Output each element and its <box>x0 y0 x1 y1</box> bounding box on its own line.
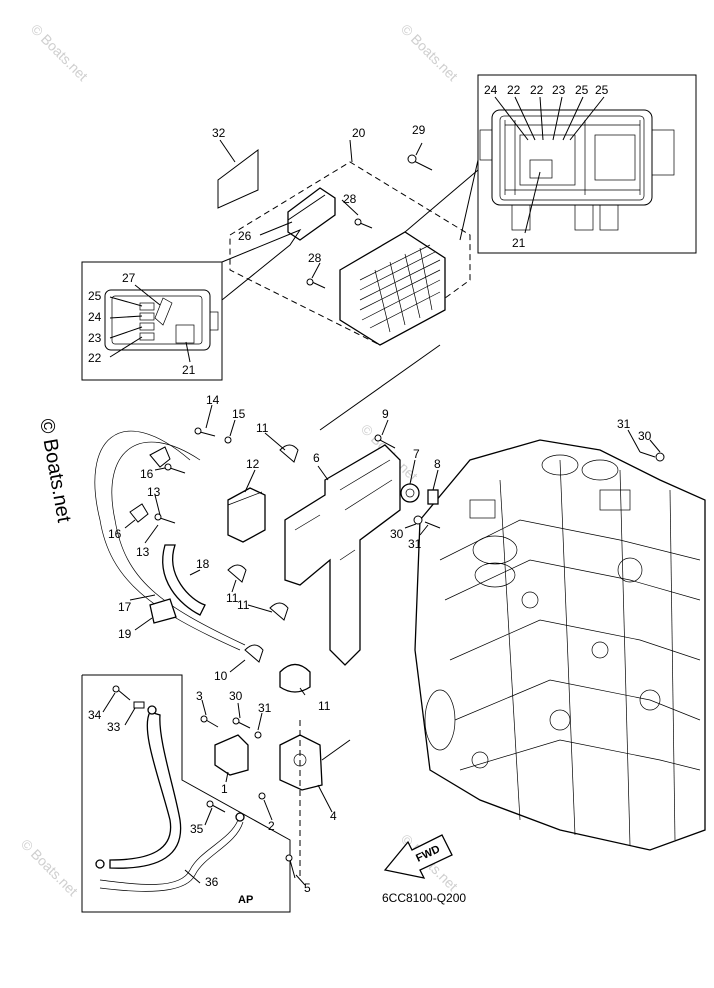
callout-27: 27 <box>122 271 136 285</box>
callout-23: 23 <box>88 331 102 345</box>
callout-22: 22 <box>507 83 521 97</box>
watermark-text: © Boats.net <box>18 836 81 899</box>
callout-13: 13 <box>147 485 161 499</box>
callout-3: 3 <box>196 689 203 703</box>
fwd-arrow: FWD <box>383 834 453 879</box>
callout-14: 14 <box>206 393 220 407</box>
callout-22: 22 <box>88 351 102 365</box>
callout-32: 32 <box>212 126 226 140</box>
callout-20: 20 <box>352 126 366 140</box>
callout-35: 35 <box>190 822 204 836</box>
watermark-side-text: © Boats.net <box>35 417 75 524</box>
callout-17: 17 <box>118 600 132 614</box>
ap-detail-box: 34 33 3 30 31 1 4 2 35 36 5 AP <box>81 674 351 913</box>
callout-11: 11 <box>318 699 331 713</box>
callout-7: 7 <box>413 447 420 461</box>
ecu-detail-inset: 24 22 22 23 25 25 21 <box>477 74 697 254</box>
callout-4: 4 <box>330 809 337 823</box>
callout-28: 28 <box>308 251 322 265</box>
callout-25: 25 <box>88 289 102 303</box>
callout-30: 30 <box>229 689 243 703</box>
callout-25: 25 <box>595 83 609 97</box>
callout-5: 5 <box>304 881 311 895</box>
callout-11: 11 <box>237 598 250 612</box>
callout-33: 33 <box>107 720 121 734</box>
watermark-text: © Boats.net <box>398 21 461 84</box>
callout-26: 26 <box>238 229 252 243</box>
bracket-assembly: 14 15 11 9 31 30 16 13 12 6 7 8 16 13 30… <box>94 393 665 713</box>
callout-36: 36 <box>205 875 219 889</box>
callout-24: 24 <box>88 310 102 324</box>
callout-21: 21 <box>512 236 526 250</box>
callout-22: 22 <box>530 83 544 97</box>
callout-6: 6 <box>313 451 320 465</box>
callout-12: 12 <box>246 457 260 471</box>
callout-15: 15 <box>232 407 246 421</box>
callout-28: 28 <box>343 192 357 206</box>
leader-line <box>319 344 441 431</box>
callout-19: 19 <box>118 627 132 641</box>
fuse-box-inset: 27 25 24 23 22 21 <box>81 228 302 381</box>
callout-21: 21 <box>182 363 196 377</box>
callout-30: 30 <box>390 527 404 541</box>
callout-29: 29 <box>412 123 426 137</box>
callout-1: 1 <box>221 782 228 796</box>
callout-8: 8 <box>434 457 441 471</box>
callout-10: 10 <box>214 669 228 683</box>
ecu-assembly-group: 32 20 29 28 26 28 <box>212 123 479 346</box>
callout-24: 24 <box>484 83 498 97</box>
callout-31: 31 <box>258 701 272 715</box>
callout-18: 18 <box>196 557 210 571</box>
callout-11: 11 <box>256 421 269 435</box>
callout-16: 16 <box>140 467 154 481</box>
diagram-code: 6CC8100-Q200 <box>382 891 466 905</box>
callout-25: 25 <box>575 83 589 97</box>
callout-31: 31 <box>408 537 422 551</box>
callout-34: 34 <box>88 708 102 722</box>
callout-23: 23 <box>552 83 566 97</box>
callout-13: 13 <box>136 545 150 559</box>
engine-block <box>414 439 706 851</box>
ap-label: AP <box>238 894 253 906</box>
callout-16: 16 <box>108 527 122 541</box>
callout-31: 31 <box>617 417 631 431</box>
callout-11: 11 <box>226 591 239 605</box>
callout-9: 9 <box>382 407 389 421</box>
callout-2: 2 <box>268 819 275 833</box>
callout-30: 30 <box>638 429 652 443</box>
watermark-text: © Boats.net <box>28 21 91 84</box>
